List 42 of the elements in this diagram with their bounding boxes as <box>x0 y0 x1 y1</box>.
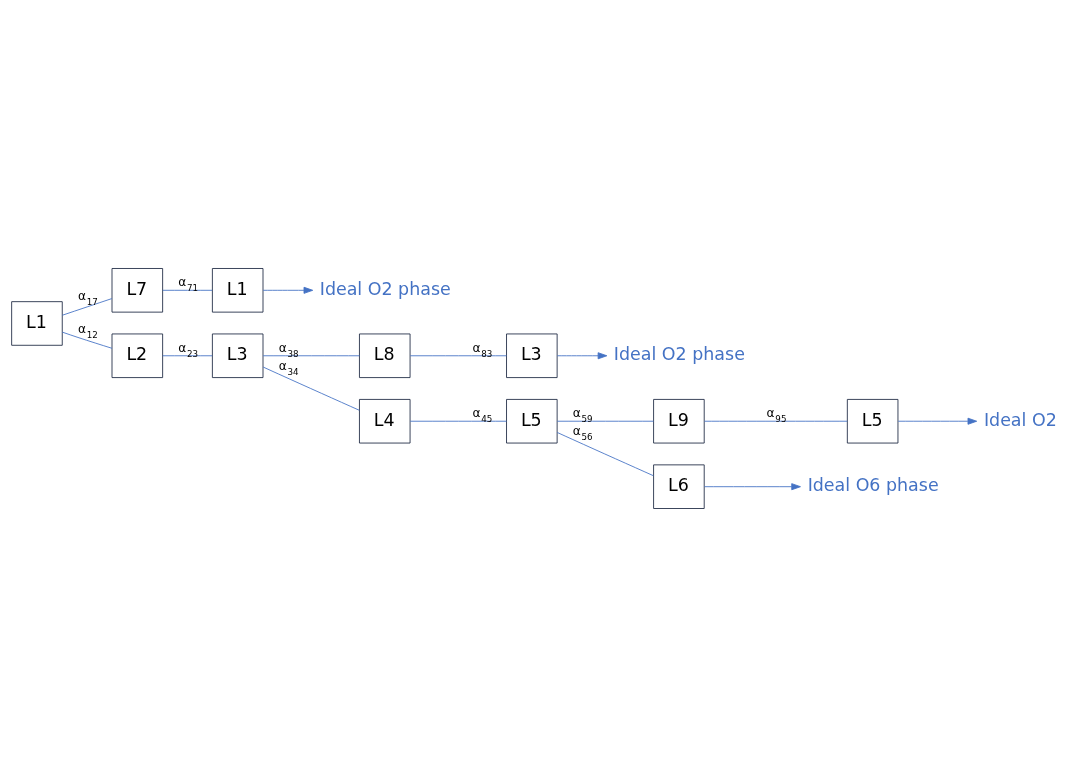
connector <box>704 420 848 422</box>
edge-label: α$_{38}$ <box>278 340 299 359</box>
node-text: Ideal O6 phase <box>807 474 939 495</box>
connector <box>556 420 654 422</box>
edge-label: α$_{95}$ <box>766 405 787 424</box>
edge-label: α$_{56}$ <box>572 423 593 442</box>
node-box: L2 <box>111 333 164 378</box>
edge-label: α$_{45}$ <box>472 405 493 424</box>
node-text: Ideal O2 <box>983 409 1057 430</box>
node-box: L1 <box>11 300 63 346</box>
node-box: L3 <box>506 333 558 378</box>
arrow <box>897 417 978 425</box>
connector <box>162 354 213 356</box>
node-box: L1 <box>211 267 264 313</box>
edge-label: α$_{12}$ <box>77 321 98 340</box>
edge-label: α$_{34}$ <box>278 358 299 377</box>
edge-label: α$_{17}$ <box>77 288 98 307</box>
node-text: Ideal O2 phase <box>613 343 745 364</box>
node-box: L4 <box>359 398 411 443</box>
arrow <box>556 351 608 359</box>
connector <box>61 331 113 349</box>
edge-label: α$_{83}$ <box>472 340 493 359</box>
connector <box>262 366 360 411</box>
arrow <box>262 286 314 294</box>
connector <box>556 431 654 476</box>
node-text: Ideal O2 phase <box>319 278 451 299</box>
node-box: L7 <box>111 267 164 313</box>
connector <box>262 354 360 356</box>
node-box: L8 <box>359 333 411 378</box>
connector <box>62 297 113 316</box>
connector <box>162 289 213 291</box>
connector <box>409 354 507 356</box>
node-box: L5 <box>846 398 899 443</box>
node-box: L6 <box>653 463 705 509</box>
edge-label: α$_{71}$ <box>178 274 199 293</box>
node-box: L5 <box>506 398 558 443</box>
edge-label: α$_{59}$ <box>572 405 593 424</box>
node-box: L9 <box>653 398 705 443</box>
node-box: L3 <box>211 333 264 378</box>
connector <box>409 420 507 422</box>
edge-label: α$_{23}$ <box>178 340 199 359</box>
arrow <box>704 482 801 490</box>
